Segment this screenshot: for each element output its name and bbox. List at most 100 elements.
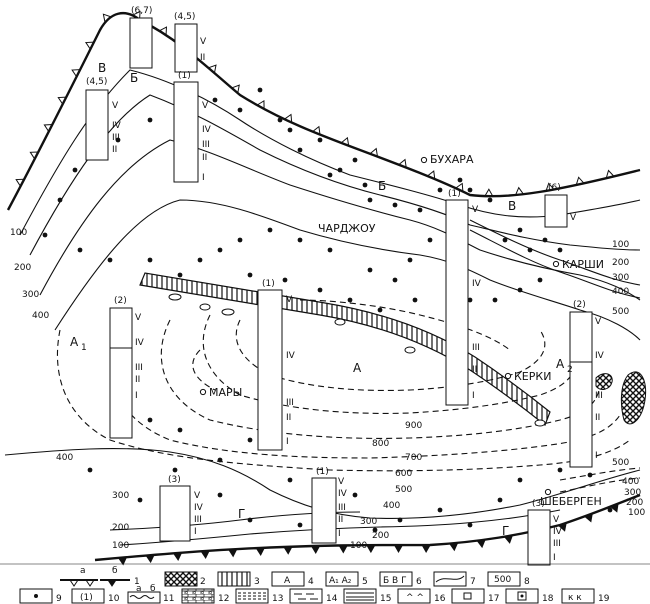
boundary-tooth — [394, 544, 403, 554]
legend-symbol: ^ ^ — [406, 593, 424, 603]
stratum-label: III — [553, 539, 561, 549]
borehole-dot — [237, 237, 243, 243]
legend-symbol: А₁ А₂ — [329, 576, 352, 586]
legend-num: 14 — [326, 594, 338, 604]
boundary-tooth — [231, 84, 240, 94]
boundary-tooth — [605, 169, 615, 179]
boundary-tooth — [15, 178, 25, 187]
city-karshi: КАРШИ — [552, 258, 604, 271]
borehole-dot — [352, 492, 358, 498]
column-3-west: (3) — [159, 475, 191, 542]
legend-num: 2 — [200, 577, 206, 587]
boundary-tooth — [575, 176, 585, 186]
boundary-tooth — [340, 136, 350, 146]
boundary-tooth — [421, 544, 431, 554]
boundary-tooth — [118, 556, 127, 566]
column-code: (1) — [448, 189, 461, 199]
borehole-dot — [147, 257, 153, 263]
boundary-tooth — [29, 151, 39, 160]
stratum-label: V — [202, 101, 209, 111]
contour-label: 200 — [112, 523, 129, 533]
boundary-tooth — [132, 10, 141, 20]
legend-sub-a: а — [136, 584, 142, 594]
borehole-dot — [527, 247, 533, 253]
city-label: КАРШИ — [562, 258, 604, 271]
contour-label: 700 — [405, 453, 422, 463]
legend-num: 3 — [254, 577, 260, 587]
stratum-label: V — [570, 213, 577, 223]
stratum-label: III — [194, 515, 202, 525]
borehole-dot — [42, 232, 48, 238]
borehole-dot — [557, 247, 563, 253]
borehole-dot — [277, 117, 283, 123]
roman-column-3-east: V IV III I — [553, 515, 563, 563]
borehole-dot — [537, 277, 543, 283]
roman-column-1-north: V IV III II I — [202, 101, 212, 183]
borehole-dots — [42, 87, 613, 533]
boundary-tooth — [366, 544, 376, 554]
boundary-tooth — [455, 182, 464, 192]
boundary-tooth — [256, 99, 265, 109]
legend-sub-a: а — [80, 566, 86, 576]
borehole-dot — [217, 247, 223, 253]
borehole-dot — [377, 307, 383, 313]
roman-column-1-center: V IV III II I — [286, 295, 296, 447]
city-bukhara: БУХАРА — [420, 153, 474, 166]
zone-g-label: Г — [502, 524, 509, 538]
column-code: (4,5) — [174, 12, 195, 22]
zone-a1-subscript: 1 — [81, 343, 87, 353]
roman-column-4-5-top: V II — [200, 37, 207, 63]
stratum-label: V — [286, 295, 293, 305]
borehole-dot — [317, 137, 323, 143]
borehole-dot — [237, 107, 243, 113]
borehole-dot — [437, 507, 443, 513]
stratum-label: IV — [135, 338, 145, 348]
stratum-label: IV — [112, 121, 122, 131]
column-6: (6) — [544, 183, 568, 228]
contour-label: 200 — [626, 498, 643, 508]
stratum-label: I — [194, 527, 197, 537]
boundary-tooth — [84, 41, 94, 50]
boundary-tooth — [311, 545, 321, 554]
stratum-label: IV — [338, 489, 348, 499]
borehole-dot — [502, 237, 508, 243]
legend-num: 5 — [362, 577, 368, 587]
borehole-dot — [297, 237, 303, 243]
hatched-band — [139, 272, 551, 427]
borehole-dot — [212, 97, 218, 103]
borehole-dot — [177, 272, 183, 278]
contour-label: 100 — [628, 508, 645, 518]
zone-v-label: В — [98, 61, 106, 75]
borehole-dot — [137, 497, 143, 503]
roman-column-4-5-left: V IV III II — [112, 101, 122, 155]
contour-label: 400 — [383, 501, 400, 511]
stratum-label: II — [286, 413, 291, 423]
borehole-dot — [327, 172, 333, 178]
borehole-dot — [392, 277, 398, 283]
borehole-dot — [107, 257, 113, 263]
boundary-tooth — [484, 188, 494, 197]
stratum-label: III — [472, 343, 480, 353]
legend-num: 11 — [163, 594, 174, 604]
borehole-dot — [337, 167, 343, 173]
borehole-dot — [587, 472, 593, 478]
stratum-label: III — [595, 391, 603, 401]
legend-num: 7 — [470, 577, 476, 587]
borehole-dot — [77, 247, 83, 253]
borehole-dot — [282, 277, 288, 283]
contour-label: 200 — [612, 258, 629, 268]
city-mary: МАРЫ — [199, 386, 242, 399]
borehole-dot — [467, 522, 473, 528]
borehole-dot — [487, 197, 493, 203]
borehole-dot — [492, 297, 498, 303]
borehole-dot — [297, 522, 303, 528]
roman-column-2-east: V IV III II I — [595, 317, 605, 461]
boundary-tooth — [159, 26, 168, 36]
city-label: БУХАРА — [430, 153, 474, 166]
column-1-north: (1) — [173, 71, 199, 183]
roman-column-2-west: V IV III II I — [135, 313, 145, 401]
column-2-west: (2) — [109, 296, 133, 439]
borehole-dot — [147, 117, 153, 123]
column-code: (6,7) — [131, 6, 152, 16]
stratum-label: V — [338, 477, 345, 487]
